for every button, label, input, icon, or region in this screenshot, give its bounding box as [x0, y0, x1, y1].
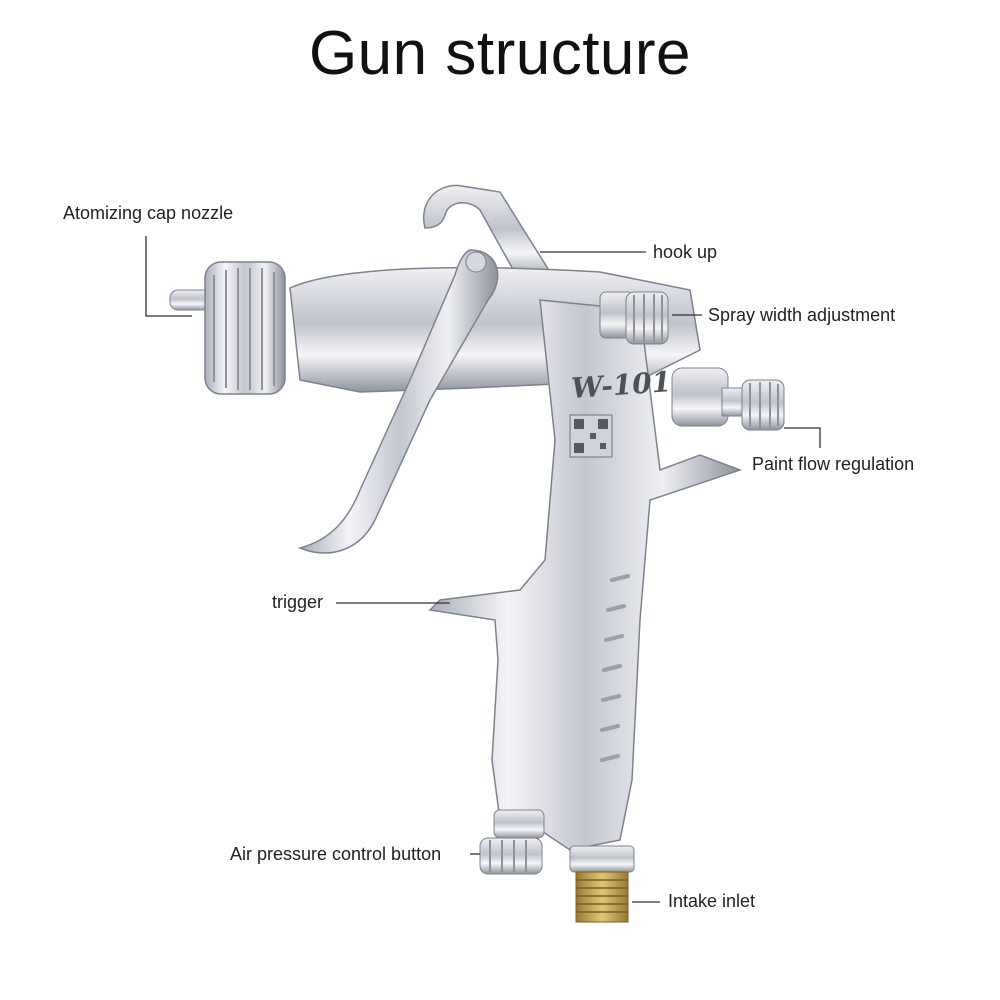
label-spray-width-adjustment: Spray width adjustment — [708, 305, 896, 325]
paint-flow-knob — [671, 367, 785, 431]
atomizing-cap-nozzle-part — [169, 261, 286, 395]
trigger-part — [297, 249, 499, 554]
intake-inlet-fitting — [569, 845, 635, 923]
hook — [422, 184, 557, 283]
air-pressure-knob — [479, 809, 545, 875]
label-intake-inlet: Intake inlet — [668, 891, 756, 911]
page-title: Gun structure — [308, 19, 692, 88]
label-trigger: trigger — [272, 592, 324, 612]
model-marking: W-101 — [570, 365, 672, 405]
label-atomizing-cap-nozzle: Atomizing cap nozzle — [63, 203, 234, 223]
leader-atomizing-cap-nozzle — [145, 236, 192, 317]
grip-ribs — [600, 574, 630, 762]
gun-body — [289, 184, 743, 851]
leader-lines — [145, 236, 821, 903]
label-hook-up: hook up — [653, 242, 718, 262]
label-air-pressure-control-button: Air pressure control button — [230, 844, 442, 864]
leader-paint-flow — [784, 427, 821, 448]
spray-width-knob — [599, 291, 669, 345]
label-paint-flow-regulation: Paint flow regulation — [752, 454, 915, 474]
